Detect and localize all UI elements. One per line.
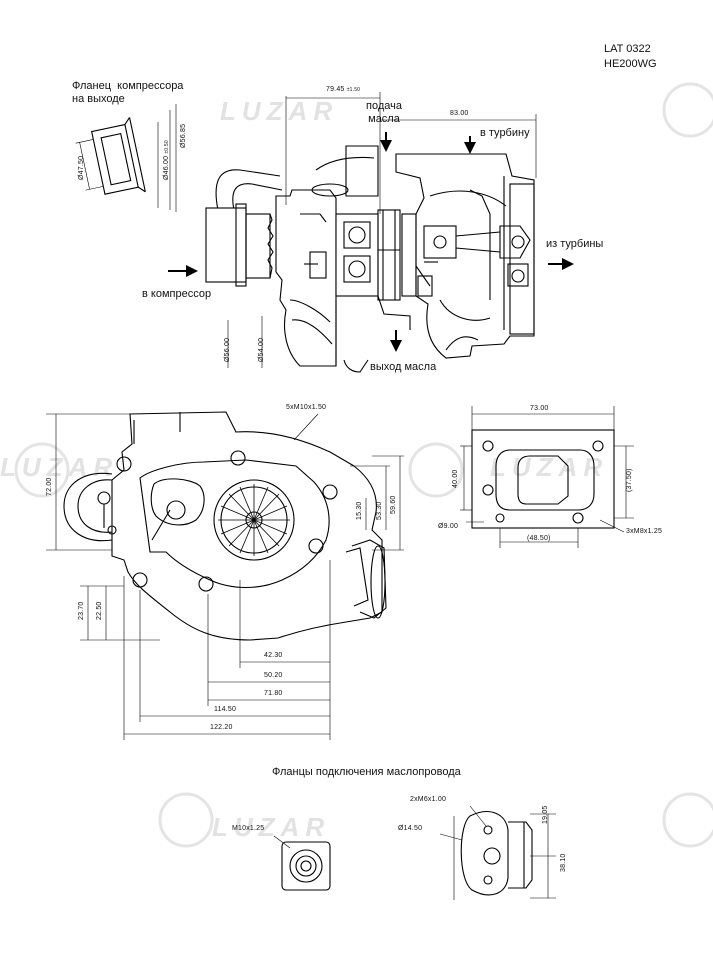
dim-56-00: Ø56.00 (224, 337, 231, 362)
oil-flanges-drawing (281, 811, 533, 896)
dim-m10: M10x1.25 (232, 825, 265, 832)
part-number: LAT 0322 (604, 43, 651, 55)
label-oil-drain: выход масла (370, 361, 437, 373)
dim-14-50: Ø14.50 (398, 825, 423, 832)
label-from-turbine: из турбины (546, 238, 604, 250)
dim-19-05: 19.05 (542, 805, 549, 824)
dim-5xm10: 5xM10x1.50 (286, 404, 327, 411)
dim-9-00: Ø9.00 (438, 523, 459, 530)
dim-46-00: Ø46.00 ±0.50 (163, 140, 170, 180)
dim-53-30: 53.30 (376, 501, 383, 520)
dim-56-85: Ø56.85 (180, 123, 187, 148)
dim-122-20: 122.20 (210, 724, 233, 731)
dim-47-50: Ø47.50 (78, 155, 85, 180)
front-view-drawing (63, 411, 387, 641)
dim-71-80: 71.80 (264, 690, 283, 697)
dim-15-30: 15.30 (356, 501, 363, 520)
model-number: HE200WG (604, 58, 657, 70)
dim-2xm6: 2xM6x1.00 (410, 796, 447, 803)
label-to-turbine: в турбину (480, 127, 530, 139)
watermark-logo-top: LUZAR (220, 96, 339, 126)
dim-72-00: 72.00 (46, 477, 53, 496)
dim-73-00: 73.00 (530, 405, 549, 412)
dim-83-00: 83.00 (450, 110, 469, 117)
dim-37-50: (37.50) (626, 468, 633, 492)
dim-22-50: 22.50 (96, 601, 103, 620)
dim-40-00: 40.00 (452, 469, 459, 488)
dim-114-50: 114.50 (214, 706, 237, 713)
dim-54-00: Ø54.00 (258, 337, 265, 362)
side-view-drawing (75, 104, 535, 373)
label-to-compressor: в компрессор (142, 288, 212, 300)
watermark-logo-bottom: LUZAR (212, 812, 331, 842)
dim-42-30: 42.30 (264, 652, 283, 659)
label-compressor-flange: Фланец компрессора на выходе (72, 80, 184, 105)
watermark-logo-right: LUZAR (490, 452, 609, 482)
dim-59-60: 59.60 (390, 495, 397, 514)
dim-48-50: (48.50) (527, 535, 551, 542)
dim-38-10: 38.10 (560, 853, 567, 872)
dim-23-70: 23.70 (78, 601, 85, 620)
dim-79-45: 79.45 ±1.50 (326, 86, 361, 93)
dim-3xm8: 3xM8x1.25 (626, 528, 663, 535)
dim-50-20: 50.20 (264, 672, 283, 679)
turbine-flange-drawing (471, 429, 615, 529)
oil-flanges-title: Фланцы подключения маслопровода (272, 766, 461, 778)
label-oil-feed: подача масла (366, 100, 402, 125)
